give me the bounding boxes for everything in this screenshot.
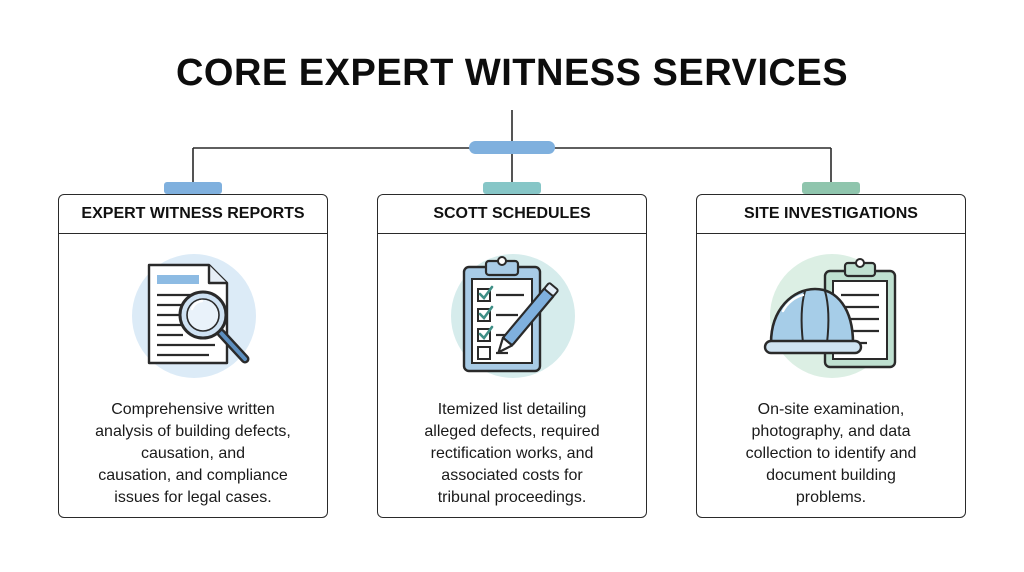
card-heading: EXPERT WITNESS REPORTS [59, 195, 327, 234]
description-line: associated costs for [441, 467, 583, 484]
card-heading: SCOTT SCHEDULES [378, 195, 646, 234]
card-heading: SITE INVESTIGATIONS [697, 195, 965, 234]
description-line: Comprehensive written [111, 401, 275, 418]
description-line: document building [766, 467, 896, 484]
description-line: causation, and compliance [98, 467, 288, 484]
document-magnifier-icon [59, 251, 327, 381]
connector-tree [164, 110, 860, 194]
card-description: On-site examination, photography, and da… [707, 399, 955, 509]
card-description: Itemized list detailing alleged defects,… [388, 399, 636, 509]
description-line: alleged defects, required [424, 423, 600, 440]
description-line: Itemized list detailing [437, 401, 587, 418]
tab-site [802, 182, 860, 194]
description-line: tribunal proceedings. [437, 489, 587, 506]
tab-reports [164, 182, 222, 194]
description-line: causation, and [140, 445, 246, 462]
tab-scott [483, 182, 541, 194]
description-line: On-site examination, [757, 401, 905, 418]
clipboard-checklist-pen-icon [378, 251, 646, 381]
description-line: issues for legal cases. [114, 489, 272, 506]
hub-tab [469, 141, 555, 154]
card-description: Comprehensive written analysis of buildi… [69, 399, 317, 509]
hard-hat-clipboard-icon [697, 251, 965, 381]
card-expert-witness-reports: EXPERT WITNESS REPORTS Comprehensive wri… [58, 194, 328, 518]
page-title: CORE EXPERT WITNESS SERVICES [175, 52, 849, 94]
description-line: photography, and data [751, 423, 911, 440]
description-line: analysis of building defects, [95, 423, 291, 440]
card-site-investigations: SITE INVESTIGATIONS On-site examination,… [696, 194, 966, 518]
description-line: problems. [795, 489, 867, 506]
card-scott-schedules: SCOTT SCHEDULES [377, 194, 647, 518]
description-line: rectification works, and [430, 445, 594, 462]
description-line: collection to identify and [745, 445, 917, 462]
